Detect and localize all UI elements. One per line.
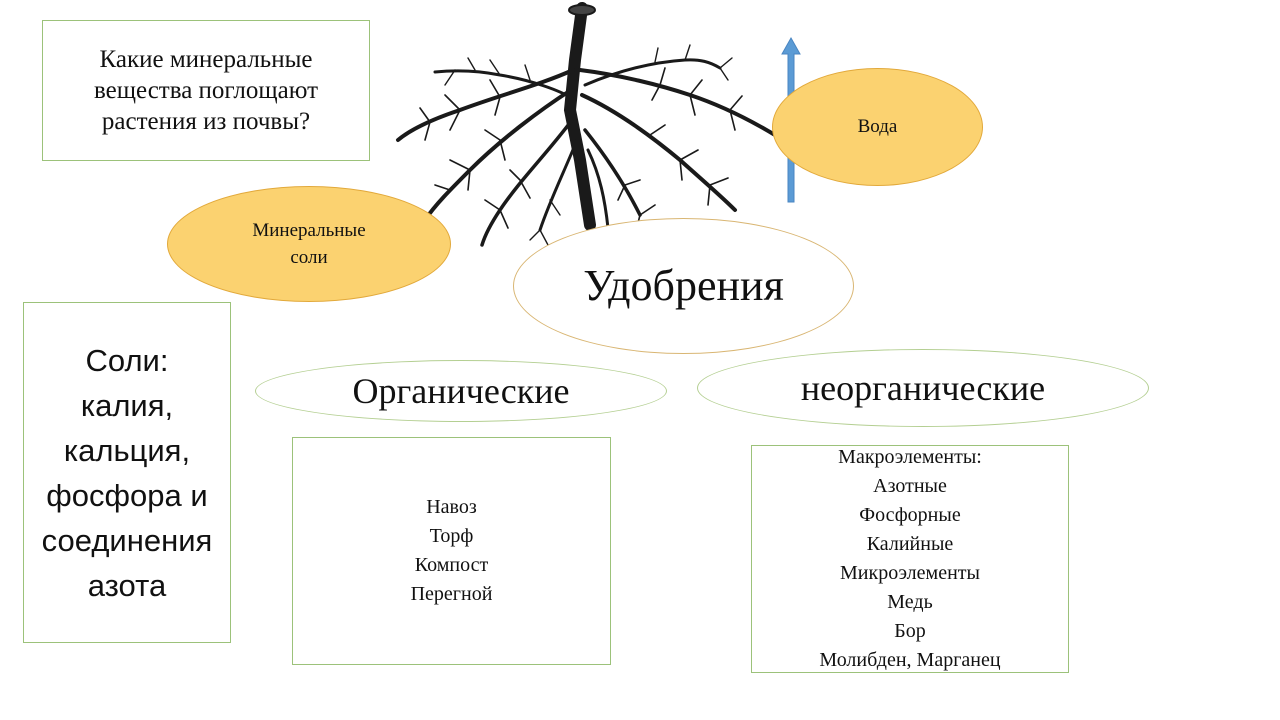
salts-line: фосфора и <box>46 477 208 513</box>
salts-line: кальция, <box>63 432 191 468</box>
list-item: Фосфорные <box>859 504 961 526</box>
list-item: Азотные <box>873 475 947 497</box>
salts-line: калия, <box>80 387 174 423</box>
salts-box: Соли: калия, кальция, фосфора и соединен… <box>23 302 231 643</box>
list-item: Навоз <box>426 496 477 518</box>
water-label: Вода <box>857 116 898 137</box>
mineral-salts-oval: Минеральные соли <box>167 186 451 302</box>
fertilizers-oval: Удобрения <box>513 218 854 354</box>
fertilizers-label: Удобрения <box>583 261 784 310</box>
inorganic-list-box: Макроэлементы: Азотные Фосфорные Калийны… <box>751 445 1069 673</box>
list-item: Компост <box>414 554 489 576</box>
plant-roots-icon <box>396 2 783 247</box>
list-item: Перегной <box>410 583 493 605</box>
water-oval: Вода <box>772 68 983 186</box>
inorganic-oval: неорганические <box>697 349 1149 427</box>
question-line: вещества поглощают <box>93 77 319 104</box>
list-item: Микроэлементы <box>840 562 980 584</box>
organic-list-box: Навоз Торф Компост Перегной <box>292 437 611 665</box>
salts-line: соединения <box>41 522 213 558</box>
list-item: Медь <box>887 591 933 613</box>
mineral-salts-line: Минеральные <box>252 220 366 241</box>
organic-label: Органические <box>352 371 570 411</box>
question-line: Какие минеральные <box>99 46 313 73</box>
salts-line: азота <box>87 567 167 603</box>
list-item: Торф <box>429 525 474 547</box>
list-item: Бор <box>894 620 926 642</box>
list-item: Молибден, Марганец <box>819 649 1001 671</box>
question-line: растения из почвы? <box>101 108 311 135</box>
inorganic-label: неорганические <box>800 368 1046 408</box>
mineral-salts-line: соли <box>290 247 328 268</box>
list-item: Макроэлементы: <box>838 446 982 468</box>
organic-oval: Органические <box>255 360 667 422</box>
question-box: Какие минеральные вещества поглощают рас… <box>42 20 370 161</box>
salts-line: Соли: <box>85 342 169 378</box>
list-item: Калийные <box>866 533 954 555</box>
